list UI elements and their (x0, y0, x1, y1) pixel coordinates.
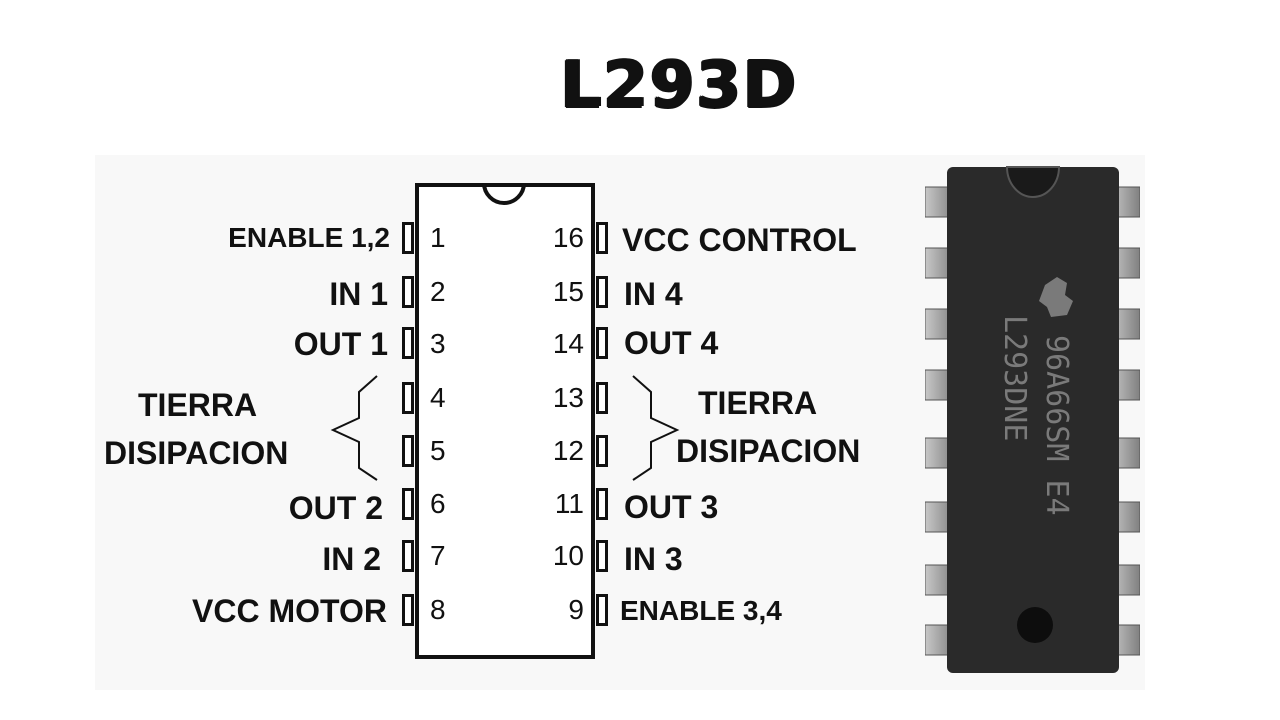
pin-number: 11 (554, 488, 584, 519)
pin-number: 7 (430, 540, 446, 571)
pin-right-16 (596, 222, 608, 254)
chip-notch-icon (482, 182, 526, 205)
group-label-tierra-left: TIERRA (138, 387, 258, 423)
pin-right-9 (596, 594, 608, 626)
pin-label-vcc-control: VCC CONTROL (622, 222, 857, 258)
chip-photo-right-pins (1109, 186, 1140, 656)
group-label-disipacion-right: DISIPACION (676, 433, 861, 469)
group-label-disipacion-left: DISIPACION (104, 435, 289, 471)
pin-number: 14 (552, 328, 584, 359)
group-label-tierra-right: TIERRA (698, 385, 818, 421)
right-brace-icon (632, 375, 680, 481)
pin-left-7 (402, 540, 414, 572)
pin-right-15 (596, 276, 608, 308)
pin-number: 12 (552, 435, 584, 466)
pin-number: 5 (430, 435, 446, 466)
page-title: L293D (560, 48, 798, 122)
pin-label-in-4: IN 4 (624, 276, 683, 312)
pin-left-6 (402, 488, 414, 520)
pin-number: 8 (430, 594, 446, 625)
chip-photo-marking-line1: 96A66SM E4 (1039, 335, 1074, 516)
pin-label-in-2: IN 2 (322, 541, 381, 577)
pin-left-1 (402, 222, 414, 254)
pin-left-5 (402, 435, 414, 467)
pin-right-13 (596, 382, 608, 414)
pin-label-out-1: OUT 1 (293, 326, 388, 362)
chip-photo-dot-icon (1017, 607, 1053, 643)
pin-number: 15 (552, 276, 584, 307)
pin-label-in-1: IN 1 (329, 276, 388, 312)
pin-left-4 (402, 382, 414, 414)
pin-number: 6 (430, 488, 446, 519)
pin-right-12 (596, 435, 608, 467)
left-brace-icon (330, 375, 378, 481)
pin-number: 4 (430, 382, 446, 413)
pin-number: 10 (552, 540, 584, 571)
chip-photo: 96A66SM E4 L293DNE (925, 166, 1140, 673)
pin-label-vcc-motor: VCC MOTOR (192, 593, 387, 629)
pin-label-out-3: OUT 3 (624, 489, 719, 525)
pin-right-14 (596, 327, 608, 359)
pin-label-out-2: OUT 2 (288, 490, 383, 526)
pin-right-10 (596, 540, 608, 572)
pin-left-2 (402, 276, 414, 308)
pin-label-enable-3-4: ENABLE 3,4 (620, 595, 782, 626)
ti-logo-icon (1039, 277, 1073, 317)
pin-number: 3 (430, 328, 446, 359)
pin-number: 1 (430, 222, 446, 253)
pin-label-enable-1-2: ENABLE 1,2 (228, 222, 390, 253)
pin-right-11 (596, 488, 608, 520)
pin-label-out-4: OUT 4 (624, 325, 719, 361)
chip-schematic-body (415, 183, 595, 659)
pin-left-3 (402, 327, 414, 359)
pin-number: 2 (430, 276, 446, 307)
pin-number: 13 (552, 382, 584, 413)
pin-left-8 (402, 594, 414, 626)
chip-photo-marking-line2: L293DNE (997, 315, 1032, 441)
pin-number: 16 (552, 222, 584, 253)
chip-photo-body (947, 167, 1119, 673)
pin-label-in-3: IN 3 (624, 541, 683, 577)
chip-photo-notch-icon (1005, 166, 1061, 198)
pin-number: 9 (568, 594, 584, 625)
